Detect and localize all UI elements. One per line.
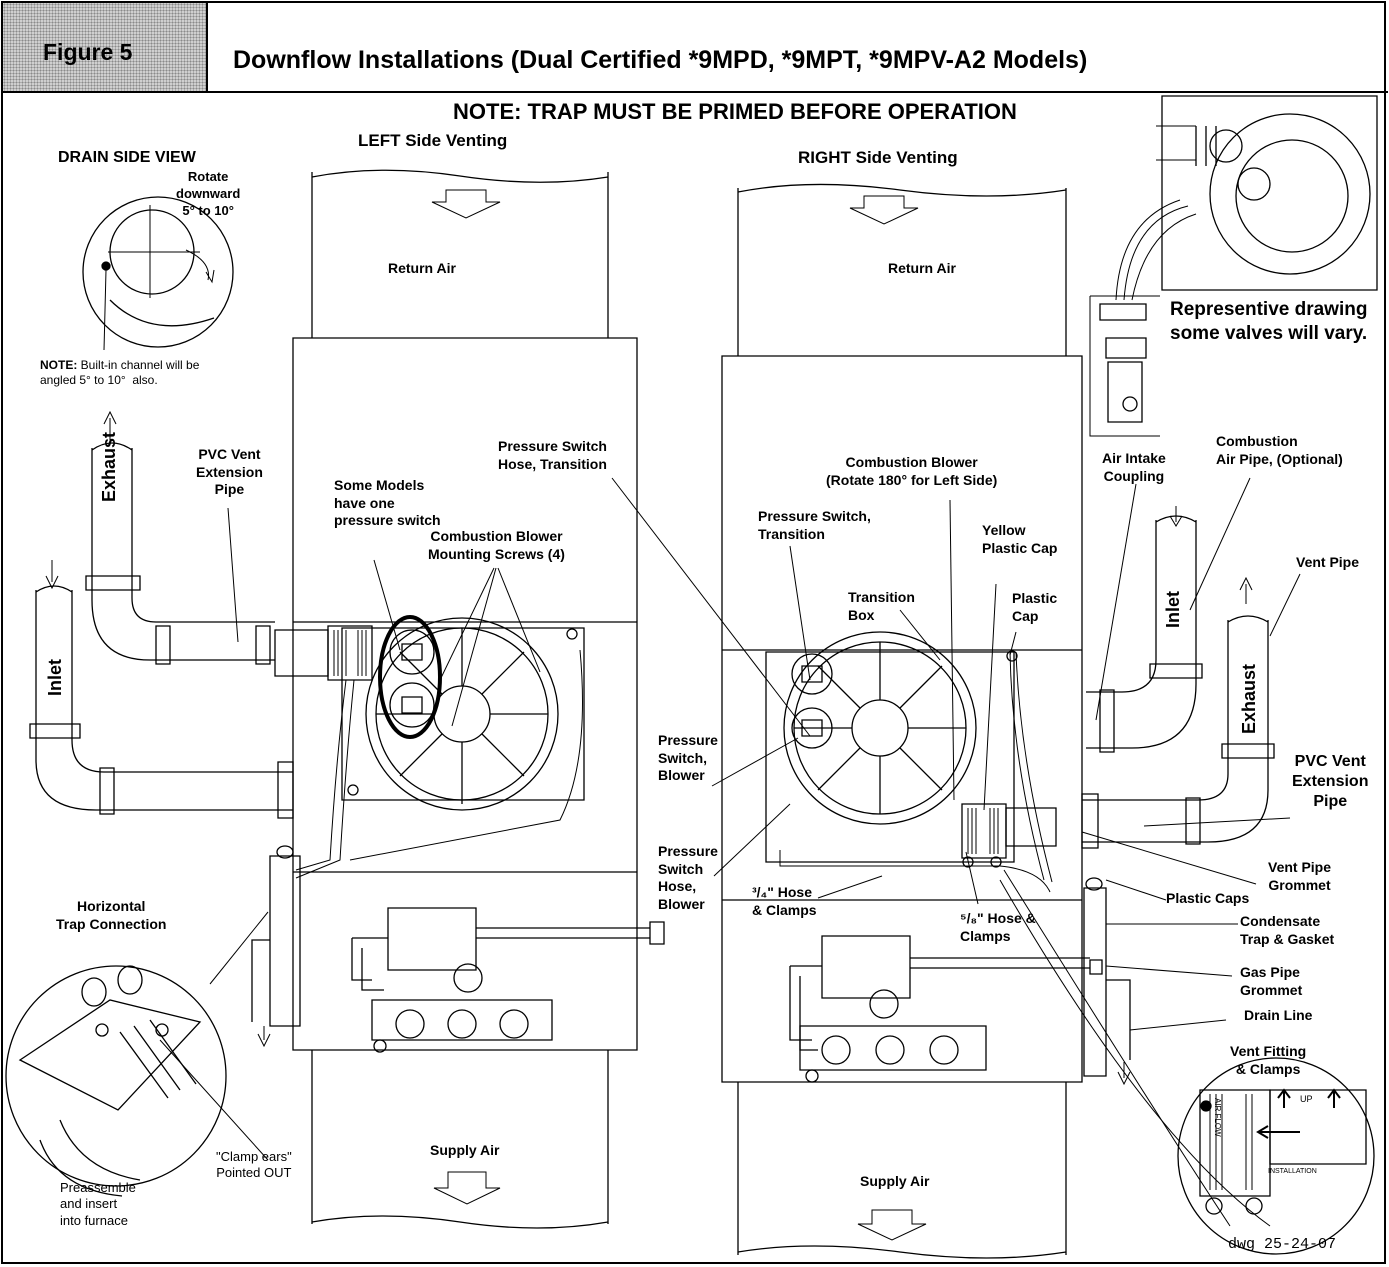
figure-title: Downflow Installations (Dual Certified *… — [233, 46, 1088, 74]
left-gas-valve-burners — [352, 908, 664, 1052]
horizontal-trap-inset — [6, 966, 226, 1196]
transition-box-label: Transition Box — [848, 589, 915, 623]
representative-inset — [1090, 96, 1377, 436]
left-supply-air-arrow — [434, 1172, 500, 1204]
right-supply-air-label: Supply Air — [860, 1173, 930, 1189]
left-inlet-pipe — [30, 586, 293, 818]
preassemble-label: Preassemble and insert into furnace — [60, 1180, 136, 1228]
figure-label-box: Figure 5 — [3, 3, 208, 91]
representive-label: Representive drawing some valves will va… — [1170, 299, 1368, 344]
ps-hose-blower-label: Pressure Switch Hose, Blower — [658, 843, 718, 912]
right-return-air-arrow — [850, 196, 918, 224]
figure-label: Figure 5 — [43, 39, 133, 65]
drain-note-bold: NOTE: — [40, 358, 78, 372]
hose-58-label: ⁵/₈" Hose & Clamps — [960, 910, 1036, 944]
combustion-air-pipe-label: Combustion Air Pipe, (Optional) — [1216, 433, 1343, 467]
drain-view-note: NOTE: Built-in channel will be angled 5°… — [40, 358, 199, 388]
condensate-trap-label: Condensate Trap & Gasket — [1240, 913, 1335, 947]
right-supply-air-arrow — [858, 1210, 926, 1240]
left-side-heading: LEFT Side Venting — [358, 131, 508, 150]
air-intake-label: Air Intake Coupling — [1102, 450, 1166, 484]
pvc-vent-right-label: PVC Vent Extension Pipe — [1292, 753, 1369, 810]
drain-line-label: Drain Line — [1244, 1007, 1313, 1023]
gas-pipe-grommet-label: Gas Pipe Grommet — [1240, 964, 1303, 998]
vent-pipe-grommet-label: Vent Pipe Grommet — [1268, 859, 1332, 893]
left-exhaust-pipe — [86, 443, 275, 664]
pvc-vent-left-label: PVC Vent Extension Pipe — [196, 446, 263, 497]
left-supply-air-label: Supply Air — [430, 1142, 500, 1158]
plastic-caps-label: Plastic Caps — [1166, 890, 1250, 906]
left-combustion-blower — [342, 618, 584, 810]
clamp-ears-label: "Clamp ears" Pointed OUT — [216, 1149, 292, 1181]
ps-hose-transition-label: Pressure Switch Hose, Transition — [498, 438, 607, 472]
exhaust-right-label: Exhaust — [1239, 663, 1259, 734]
vent-fitting-label: Vent Fitting & Clamps — [1230, 1043, 1307, 1077]
right-exhaust-pipe — [1082, 616, 1274, 848]
right-vent-fitting — [962, 804, 1056, 867]
right-inlet-pipe — [1086, 516, 1202, 752]
some-models-label: Some Models have one pressure switch — [334, 477, 441, 528]
flow-arrows-left — [46, 412, 116, 588]
right-gas-valve-burners — [790, 936, 1090, 1082]
ps-blower-label: Pressure Switch, Blower — [658, 732, 718, 783]
drain-note-text: Built-in channel will be angled 5° to 10… — [40, 358, 200, 387]
combustion-blower-right-label: Combustion Blower (Rotate 180° for Left … — [826, 454, 998, 488]
left-return-air-label: Return Air — [388, 260, 456, 276]
drain-view-heading: DRAIN SIDE VIEW — [58, 149, 196, 166]
mounting-screws-label: Combustion Blower Mounting Screws (4) — [428, 528, 565, 562]
right-furnace-cabinet — [722, 184, 1082, 1258]
left-furnace-cabinet — [293, 170, 637, 1228]
left-condensate-trap — [252, 846, 300, 1046]
inlet-right-label: Inlet — [1163, 590, 1183, 628]
leader-lines — [160, 478, 1300, 1226]
inlet-left-label: Inlet — [45, 658, 65, 696]
right-combustion-blower — [766, 632, 1017, 862]
air-flow-label: AIR FLOW — [1213, 1098, 1222, 1137]
trap-note: NOTE: TRAP MUST BE PRIMED BEFORE OPERATI… — [453, 99, 1017, 124]
left-vent-fitting — [275, 626, 372, 680]
right-condensate-trap — [1084, 878, 1130, 1084]
right-pressure-switches — [792, 654, 832, 748]
right-return-air-label: Return Air — [888, 260, 956, 276]
drawing-number: dwg 25-24-07 — [1228, 1236, 1337, 1253]
exhaust-left-label: Exhaust — [99, 431, 119, 502]
plastic-cap-label: Plastic Cap — [1012, 590, 1058, 624]
drain-side-view — [83, 197, 233, 350]
yellow-cap-label: Yellow Plastic Cap — [982, 522, 1058, 556]
vent-fitting-inset — [1178, 1058, 1374, 1254]
figure-header: Figure 5 Downflow Installations (Dual Ce… — [3, 3, 1388, 93]
ps-transition-label: Pressure Switch, Transition — [758, 508, 871, 542]
left-pressure-switches — [380, 617, 440, 737]
left-hoses — [296, 650, 583, 878]
vent-pipe-label: Vent Pipe — [1296, 554, 1360, 570]
right-hoses — [780, 652, 1052, 892]
hose-34-label: ³/₄" Hose & Clamps — [752, 884, 817, 918]
up-label: UP — [1300, 1094, 1313, 1104]
left-return-air-arrow — [432, 190, 500, 218]
installation-label: INSTALLATION — [1268, 1168, 1317, 1175]
horizontal-trap-label: Horizontal Trap Connection — [56, 898, 167, 932]
rotate-label: Rotate downward 5° to 10° — [176, 169, 241, 218]
flow-arrows-right — [1170, 506, 1252, 604]
right-side-heading: RIGHT Side Venting — [798, 148, 958, 167]
